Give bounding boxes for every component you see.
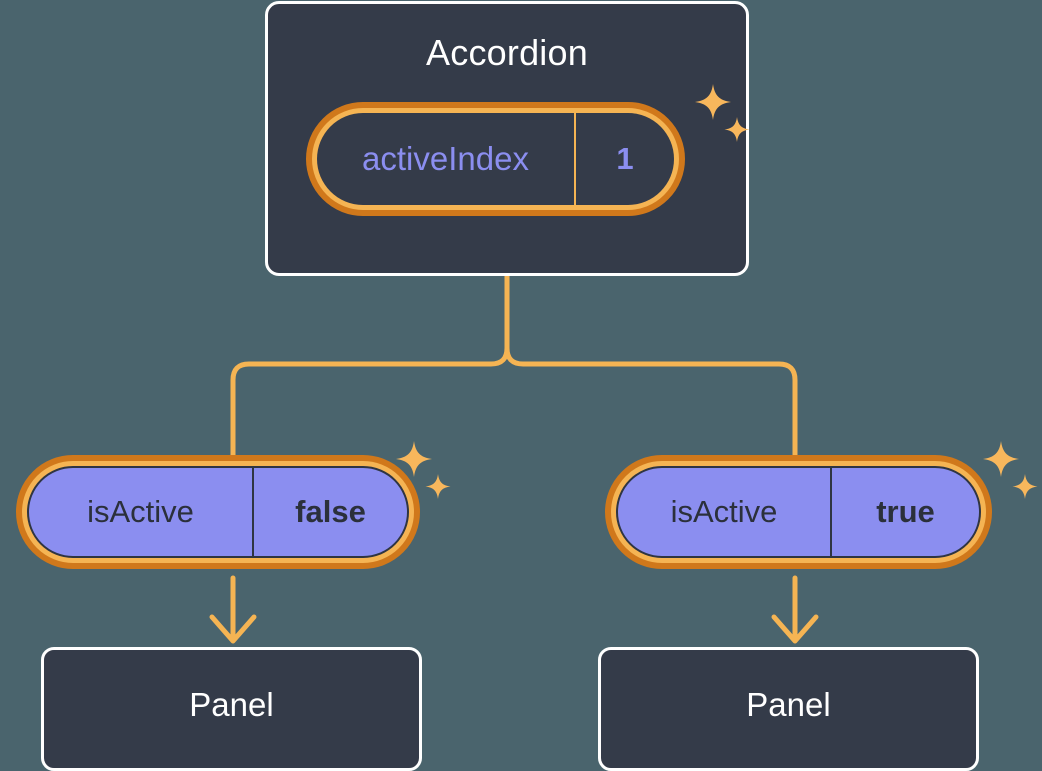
state-key-activeindex: activeIndex (362, 140, 529, 177)
connector-branch-left (230, 345, 510, 465)
panel-title-right: Panel (746, 686, 831, 723)
arrow-right-head-icon (771, 614, 819, 644)
panel-card-right[interactable]: Panel (598, 647, 979, 771)
state-value-isactive-left: false (295, 494, 366, 529)
sparkle-small-icon (425, 474, 451, 499)
pill-divider (574, 113, 576, 205)
panel-title-left: Panel (189, 686, 274, 723)
state-key-isactive-right: isActive (670, 494, 778, 529)
state-key-isactive-left: isActive (87, 494, 194, 529)
pill-divider (830, 468, 832, 556)
panel-card-left[interactable]: Panel (41, 647, 422, 771)
accordion-title: Accordion (426, 32, 588, 73)
state-value-isactive-right: true (876, 494, 935, 529)
sparkle-small-icon (1012, 474, 1038, 499)
arrow-left-head-icon (209, 614, 257, 644)
pill-divider (252, 468, 254, 556)
state-pill-isactive-false[interactable]: isActive false (16, 455, 420, 569)
state-pill-active-index[interactable]: activeIndex 1 (306, 102, 685, 216)
state-pill-isactive-true[interactable]: isActive true (605, 455, 992, 569)
connector-branch-right (504, 345, 798, 465)
state-value-activeindex: 1 (616, 141, 634, 176)
